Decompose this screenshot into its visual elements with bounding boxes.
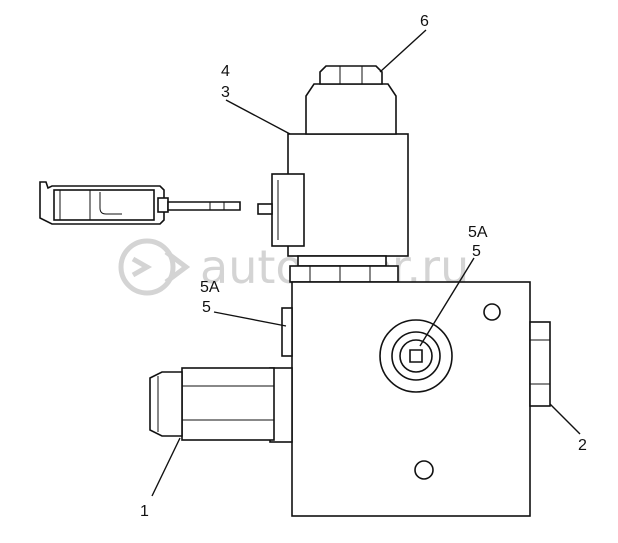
valve-body bbox=[281, 281, 531, 517]
label-3: 3 bbox=[221, 84, 230, 101]
solenoid-coil bbox=[257, 133, 409, 283]
right-plug bbox=[529, 321, 551, 407]
label-5a-left: 5A bbox=[200, 279, 220, 296]
watermark-chevron-icon bbox=[164, 250, 191, 284]
cartridge-valve bbox=[149, 367, 293, 443]
label-6: 6 bbox=[420, 13, 429, 30]
label-4: 4 bbox=[221, 63, 230, 80]
label-5a-right: 5A bbox=[468, 224, 488, 241]
label-1: 1 bbox=[140, 503, 149, 520]
label-5-right: 5 bbox=[472, 243, 481, 260]
label-5-left: 5 bbox=[202, 299, 211, 316]
watermark-arrow-icon bbox=[131, 256, 153, 278]
electrical-connector bbox=[39, 181, 241, 225]
top-nut bbox=[305, 65, 397, 135]
watermark-logo-icon bbox=[118, 238, 176, 296]
label-2: 2 bbox=[578, 437, 587, 454]
